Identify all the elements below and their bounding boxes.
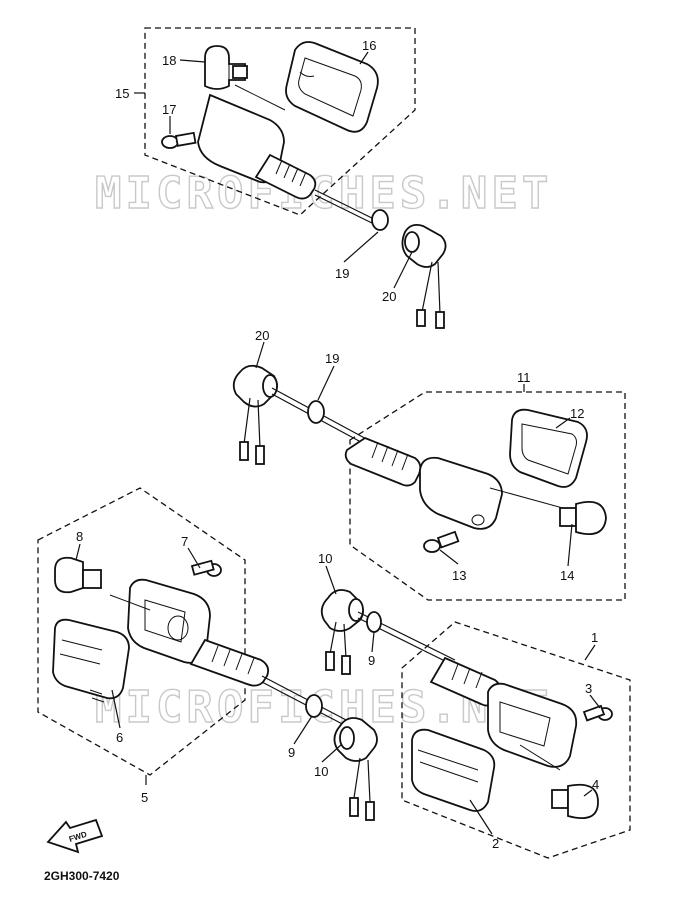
callout-10-upper: 10: [318, 551, 332, 566]
callout-numbers: 18 16 15 17 19 20 20 19 11 12 13 14 8 7 …: [76, 38, 599, 851]
lens-12: [509, 408, 588, 488]
screw-7: [190, 559, 222, 577]
bulb-4: [551, 783, 599, 820]
housing-11: [419, 456, 503, 530]
callout-9-upper: 9: [368, 653, 375, 668]
callout-4: 4: [592, 777, 599, 792]
callout-12: 12: [570, 406, 584, 421]
turn-signal-assembly-5: [37, 487, 378, 821]
callout-16: 16: [362, 38, 376, 53]
bulb-18: [204, 45, 248, 90]
screw-13: [423, 530, 460, 553]
callout-14: 14: [560, 568, 574, 583]
diagram-code: 2GH300-7420: [44, 869, 120, 883]
group-outline-5: [37, 487, 246, 776]
grommet-19-middle: [307, 400, 325, 424]
bulb-14: [559, 500, 607, 536]
callout-10-lower: 10: [314, 764, 328, 779]
housing-5: [127, 578, 211, 664]
callout-6: 6: [116, 730, 123, 745]
callout-17: 17: [162, 102, 176, 117]
group-outline-15: [144, 27, 416, 216]
callout-20-middle: 20: [255, 328, 269, 343]
callout-2: 2: [492, 836, 499, 851]
callout-5: 5: [141, 790, 148, 805]
callout-3: 3: [585, 681, 592, 696]
grommet-9-lower-right: [366, 611, 382, 633]
forward-arrow-icon: FWD: [46, 818, 104, 854]
lens-2: [411, 728, 496, 812]
callout-19-top: 19: [335, 266, 349, 281]
bulb-8: [54, 556, 102, 594]
callout-19-middle: 19: [325, 351, 339, 366]
screw-17: [161, 131, 197, 149]
boot-10-upper: [320, 589, 364, 675]
callout-11: 11: [517, 370, 531, 385]
lens-16: [285, 41, 379, 133]
boot-20-top: [401, 223, 447, 329]
callout-8: 8: [76, 529, 83, 544]
callout-1: 1: [591, 630, 598, 645]
lens-6: [52, 618, 130, 703]
turn-signal-assembly-11: [232, 364, 626, 601]
callout-15: 15: [115, 86, 129, 101]
turn-signal-assembly-1: [320, 589, 631, 859]
boot-10-lower: [333, 717, 378, 821]
callout-13: 13: [452, 568, 466, 583]
turn-signal-assembly-15: [144, 27, 447, 329]
callout-20-top: 20: [382, 289, 396, 304]
housing-1: [487, 682, 578, 768]
callout-7: 7: [181, 534, 188, 549]
screw-3: [582, 704, 613, 722]
grommet-19-top: [371, 209, 389, 231]
callout-18: 18: [162, 53, 176, 68]
leader-lines: [75, 51, 601, 835]
grommet-9-lower-left: [305, 694, 323, 718]
boot-20-middle: [232, 364, 278, 465]
group-outline-1: [401, 621, 631, 859]
callout-9-lower: 9: [288, 745, 295, 760]
